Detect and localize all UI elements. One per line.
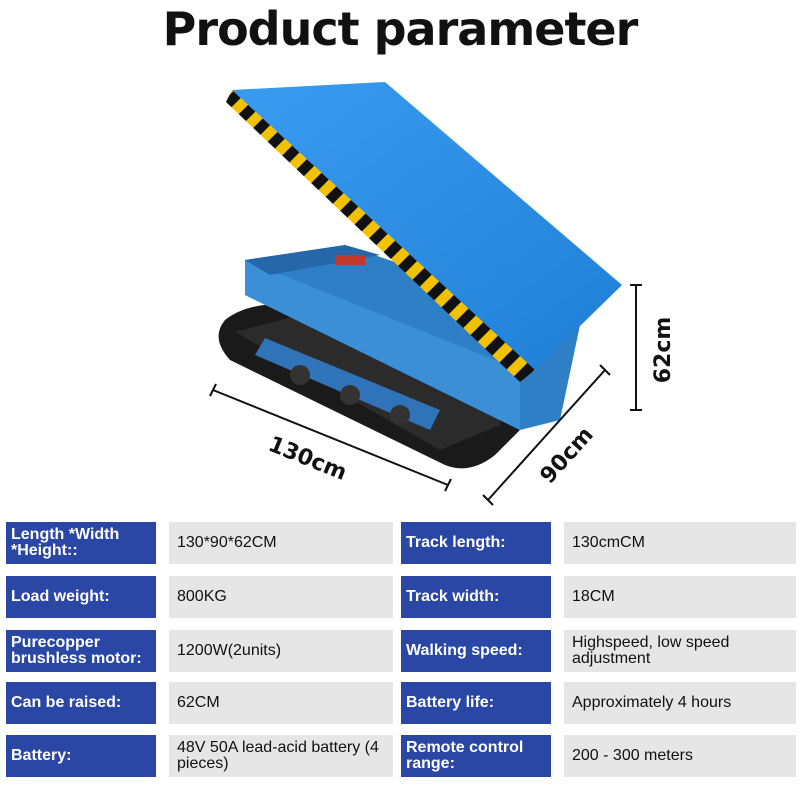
spec-value: 18CM <box>564 576 796 618</box>
height-dimension: 62cm <box>630 284 676 411</box>
spec-row: Purecopper brushless motor: 1200W(2units… <box>6 630 796 672</box>
spec-value: 800KG <box>169 576 393 618</box>
spec-label: Walking speed: <box>401 630 551 672</box>
spec-row: Length *Width *Height:: 130*90*62CM Trac… <box>6 522 796 564</box>
spec-label: Remote control range: <box>401 735 551 777</box>
spec-label: Battery life: <box>401 682 551 724</box>
product-image: 62cm 130cm 90cm <box>209 82 676 506</box>
spec-value: 62CM <box>169 682 393 724</box>
spec-value: Highspeed, low speed adjustment <box>564 630 796 672</box>
spec-value: 130*90*62CM <box>169 522 393 564</box>
spec-row: Can be raised: 62CM Battery life: Approx… <box>6 682 796 724</box>
chassis-frame <box>255 338 440 430</box>
page-title: Product parameter <box>162 2 639 56</box>
spec-label: Track length: <box>401 522 551 564</box>
spec-label: Purecopper brushless motor: <box>6 630 156 672</box>
spec-label: Battery: <box>6 735 156 777</box>
spec-value: 48V 50A lead-acid battery (4 pieces) <box>169 735 393 777</box>
spec-label: Track width: <box>401 576 551 618</box>
spec-value: 200 - 300 meters <box>564 735 796 777</box>
spec-label: Can be raised: <box>6 682 156 724</box>
spec-label: Load weight: <box>6 576 156 618</box>
spec-label: Length *Width *Height:: <box>6 522 156 564</box>
spec-row: Load weight: 800KG Track width: 18CM <box>6 576 796 618</box>
spec-value: Approximately 4 hours <box>564 682 796 724</box>
width-label: 90cm <box>536 423 599 489</box>
spec-value: 130cmCM <box>564 522 796 564</box>
tray-body <box>245 245 580 430</box>
spec-row: Battery: 48V 50A lead-acid battery (4 pi… <box>6 735 796 777</box>
tilt-lid <box>226 82 622 382</box>
height-label: 62cm <box>651 317 676 384</box>
spec-value: 1200W(2units) <box>169 630 393 672</box>
